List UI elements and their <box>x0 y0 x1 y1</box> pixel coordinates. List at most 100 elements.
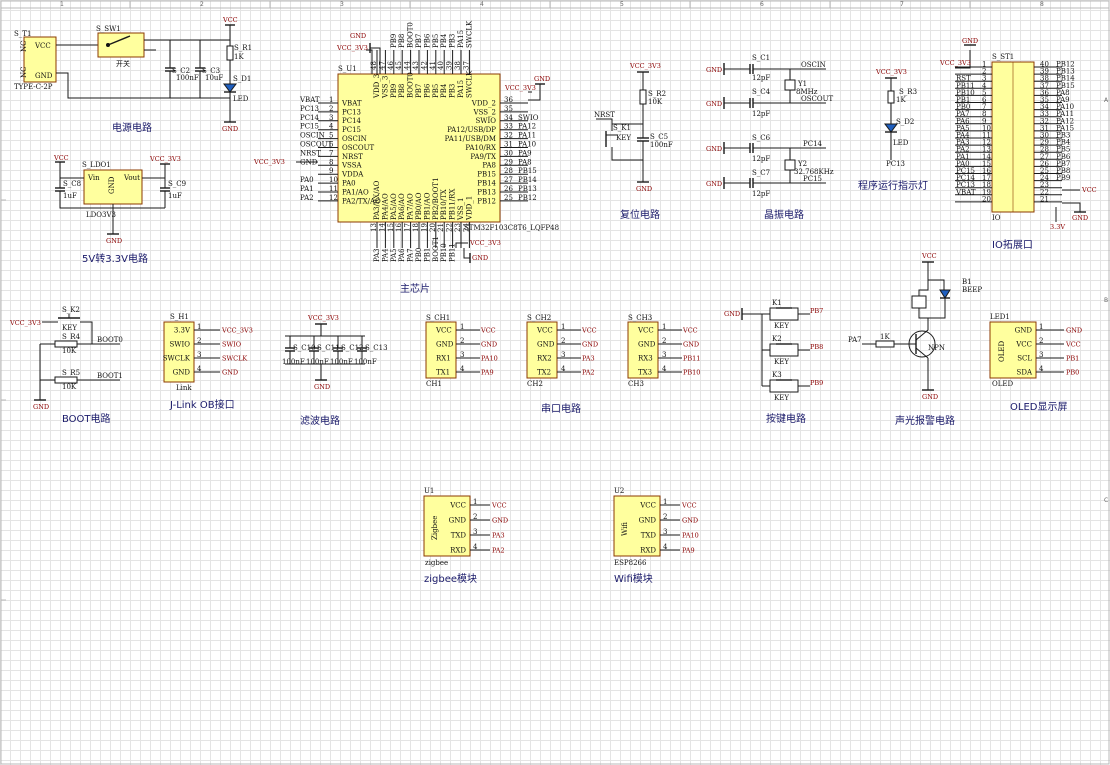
wifi-label: Wifi <box>621 522 629 536</box>
mcu-net-label: PA5 <box>390 248 398 262</box>
io-pin-number: 37 <box>1040 82 1049 90</box>
io-net-label: PB6 <box>1056 153 1071 161</box>
io-pin-number: 6 <box>982 96 987 104</box>
boot0-net: BOOT0 <box>97 336 123 344</box>
boot-circuit[interactable]: VCC_3V3 S_K2 KEY S_R4 10K BOOT0 S_R5 10K… <box>9 306 123 425</box>
runled-net: PC13 <box>886 160 905 168</box>
c4-val: 12pF <box>752 110 770 118</box>
filter-circuit[interactable]: VCC_3V3 GND S_C10100nFS_C11100nFS_C12100… <box>282 314 388 427</box>
d2-led[interactable] <box>884 123 898 133</box>
mcu-net-label: PA11 <box>518 132 536 140</box>
io-net-label: PA7 <box>956 110 970 118</box>
mcu-net-label: PB12 <box>518 194 537 202</box>
crystal-pc14: PC14 <box>803 140 823 148</box>
oled-net-label: GND <box>1066 326 1082 334</box>
power-circuit[interactable]: S_T1 VCC GND NC NC TYPE-C-2P S_SW1 开关 VC… <box>14 16 252 134</box>
oled-module[interactable] <box>989 321 1037 379</box>
oled-pin-number: 3 <box>1039 351 1043 359</box>
io-net-label: PA12 <box>1056 117 1074 125</box>
zigbee-chip[interactable] <box>423 495 471 557</box>
y1-ref: Y1 <box>797 80 807 88</box>
mcu-pin-number: 18 <box>412 223 420 232</box>
mcu-net-label: SWCLK <box>465 20 473 48</box>
buzzer-circuit[interactable]: VCC B1 BEEP GND PA7 1K NPN 声光报警电路 <box>848 252 982 427</box>
c3-ref: S_C3 <box>202 67 220 75</box>
uart-pin-label: VCC <box>435 326 452 334</box>
d1-led[interactable] <box>223 83 237 93</box>
mcu-net-label: PA1 <box>300 185 314 193</box>
reset-circuit[interactable]: VCC_3V3 S_R2 10K NRST S_K1 KEY S_C5 100n… <box>594 62 673 221</box>
uart-pin-number: 4 <box>561 365 566 373</box>
io-pin-number: 16 <box>982 167 991 175</box>
jlink-pin-number: 2 <box>197 337 201 345</box>
io-net-label: PA11 <box>1056 110 1074 118</box>
r1-resistor[interactable] <box>226 45 234 61</box>
frame-col-1: 1 <box>60 1 64 8</box>
buzzer-led[interactable] <box>939 289 951 299</box>
io-pin-number: 33 <box>1040 110 1049 118</box>
run-led-circuit[interactable]: VCC_3V3 S_R3 1K S_D2 LED PC13 程序运行指示灯 <box>858 68 928 192</box>
ldo-circuit[interactable]: S_LDO1 Vin Vout GND LDO3V3 VCC VCC_3V3 S… <box>53 154 186 265</box>
mcu-pin-label: PA12/USB/DP <box>447 126 496 134</box>
filter-vcc-label: VCC_3V3 <box>307 314 339 322</box>
mcu-circuit[interactable]: S_U1 STM32F103C8T6_LQFP48 VBAT1VBATPC132… <box>253 20 559 295</box>
jlink-header[interactable] <box>163 321 195 383</box>
oled-pin-label: SCL <box>1017 354 1032 362</box>
jlink-pin-number: 4 <box>197 365 202 373</box>
filter-cap-val: 100nF <box>306 358 329 366</box>
mcu-pin-number: 36 <box>504 96 513 104</box>
r3-resistor[interactable] <box>887 90 895 104</box>
crystal-gnd1: GND <box>706 66 722 74</box>
buzzer-resistor[interactable] <box>875 340 895 348</box>
jlink-pin-number: 3 <box>197 351 201 359</box>
power-switch[interactable] <box>97 32 145 58</box>
mcu-pin-number: 48 <box>370 61 378 70</box>
mcu-net-label: NRST <box>300 149 321 157</box>
c1-val: 12pF <box>752 74 770 82</box>
io-pin-number: 3 <box>982 75 986 83</box>
mcu-pin-label: PB5 <box>432 84 440 98</box>
crystal-circuit[interactable]: GND S_C1 12pF OSCIN GND S_C4 12pF OSCOUT… <box>706 54 834 221</box>
y1-crystal[interactable] <box>784 79 796 91</box>
wifi-chip[interactable] <box>613 495 661 557</box>
c7-val: 12pF <box>752 190 770 198</box>
mcu-pin-number: 24 <box>462 223 470 232</box>
runled-vcc-label: VCC_3V3 <box>875 68 907 76</box>
uart-net-label: VCC <box>581 326 597 334</box>
sw-part: 开关 <box>116 59 130 68</box>
mcu-pin-number: 20 <box>429 223 437 232</box>
mcu-net-label: BOOT1 <box>432 236 440 262</box>
mcu-pin-number: 33 <box>504 123 513 131</box>
jlink-net-label: SWIO <box>222 340 241 348</box>
uart-pin-number: 2 <box>662 337 666 345</box>
mcu-vcc3-bottom: VCC_3V3 <box>469 239 501 247</box>
mcu-pin-number: 26 <box>504 185 513 193</box>
mcu-net-label: PB15 <box>518 167 537 175</box>
key-switch <box>769 379 799 393</box>
r2-resistor[interactable] <box>639 89 647 105</box>
mcu-net-label: PA9 <box>518 149 532 157</box>
io-expansion[interactable]: S_ST1 IO 123RST4PB115PB106PB17PB08PA79PA… <box>939 37 1097 251</box>
zigbee-ref: U1 <box>424 487 434 495</box>
uart-pin-number: 3 <box>460 351 464 359</box>
mcu-pin-label: PB7 <box>415 84 423 98</box>
mcu-pin-number: 22 <box>446 223 454 232</box>
mcu-pin-label: PB2/BOOT1 <box>432 177 440 220</box>
oled-part: OLED <box>992 380 1013 388</box>
mcu-title: 主芯片 <box>400 282 430 295</box>
mcu-pin-label: PA8 <box>482 162 496 170</box>
io-pin-number: 20 <box>982 195 991 203</box>
ldo-regulator[interactable] <box>83 169 143 205</box>
uart-net-label: PB10 <box>683 368 700 376</box>
typec-connector[interactable] <box>23 36 57 83</box>
uart-pin-number: 4 <box>662 365 667 373</box>
buzzer-b1[interactable] <box>911 295 927 309</box>
